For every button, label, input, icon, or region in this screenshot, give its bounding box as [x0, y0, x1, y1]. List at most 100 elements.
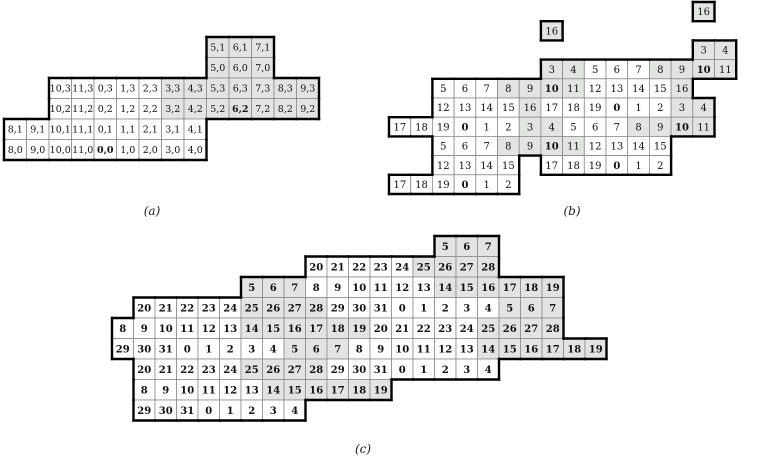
svg-text:1: 1 [483, 180, 489, 191]
grid-cell: 18 [562, 97, 585, 118]
grid-cell: 8,1 [3, 118, 27, 140]
grid-cell: 0 [605, 155, 629, 176]
grid-cell: 7,3 [251, 77, 275, 99]
grid-cell: 8 [305, 276, 328, 298]
svg-text:4,3: 4,3 [188, 84, 203, 95]
grid-cell: 18 [563, 338, 586, 360]
svg-text:0,1: 0,1 [98, 125, 113, 136]
svg-text:16: 16 [545, 26, 558, 37]
svg-text:9: 9 [657, 122, 663, 133]
grid-cell: 15 [497, 155, 520, 176]
grid-cell: 19 [348, 317, 371, 339]
grid-cell: 17 [541, 338, 564, 360]
svg-text:1: 1 [420, 303, 427, 314]
grid-cell: 1 [197, 338, 220, 360]
grid-cell: 12 [583, 135, 607, 156]
grid-cell: 22 [348, 256, 371, 278]
svg-text:12: 12 [437, 161, 450, 172]
grid-cell: 27 [455, 256, 478, 278]
grid-cell: 10 [176, 379, 199, 401]
grid-cell: 30 [133, 338, 156, 360]
svg-text:3: 3 [463, 365, 470, 376]
svg-text:16: 16 [481, 283, 495, 294]
grid-cell: 9 [518, 135, 542, 156]
svg-text:8: 8 [313, 283, 320, 294]
svg-text:9: 9 [334, 283, 341, 294]
svg-text:0: 0 [613, 103, 620, 114]
grid-cell: 11 [692, 116, 715, 137]
grid-cell: 1,3 [116, 77, 140, 99]
grid-cell: 16 [692, 1, 715, 22]
svg-text:8: 8 [505, 84, 511, 95]
grid-cell: 9 [326, 276, 349, 298]
svg-text:3,1: 3,1 [165, 125, 180, 136]
svg-text:9: 9 [377, 344, 384, 355]
grid-cell: 26 [262, 358, 285, 380]
svg-text:16: 16 [676, 84, 689, 95]
svg-text:13: 13 [460, 344, 474, 355]
svg-text:27: 27 [460, 262, 474, 273]
svg-text:31: 31 [180, 406, 194, 417]
grid-cell: 19 [431, 174, 455, 195]
svg-text:1,0: 1,0 [120, 145, 135, 156]
svg-text:2: 2 [657, 103, 663, 114]
grid-cell: 12 [434, 338, 457, 360]
grid-cell: 8,2 [273, 98, 297, 120]
svg-text:11: 11 [567, 84, 580, 95]
grid-cell: 8 [348, 338, 371, 360]
grid-cell: 28 [305, 358, 328, 380]
svg-text:30: 30 [159, 406, 173, 417]
grid-cell: 18 [326, 317, 349, 339]
grid-cell: 15 [649, 135, 672, 156]
grid-cell: 7 [475, 78, 498, 99]
svg-text:17: 17 [545, 161, 558, 172]
grid-cell: 13 [240, 379, 263, 401]
svg-text:31: 31 [159, 344, 173, 355]
svg-text:23: 23 [202, 365, 216, 376]
grid-cell: 13 [412, 276, 435, 298]
svg-text:13: 13 [245, 385, 259, 396]
grid-cell: 10,1 [48, 118, 72, 140]
svg-text:6: 6 [463, 242, 470, 253]
svg-text:0,2: 0,2 [98, 104, 113, 115]
grid-cell: 10 [540, 135, 564, 156]
svg-text:0: 0 [399, 303, 406, 314]
grid-cell: 21 [391, 317, 414, 339]
grid-cell: 17 [305, 317, 328, 339]
grid-cell: 6,2 [228, 98, 252, 120]
caption-a: (a) [144, 204, 161, 218]
grid-cell: 4 [477, 358, 500, 380]
grid-cell: 6,0 [228, 57, 252, 79]
svg-text:24: 24 [223, 365, 237, 376]
grid-cell: 15 [455, 276, 478, 298]
grid-cell: 9 [369, 338, 392, 360]
svg-text:19: 19 [589, 103, 602, 114]
svg-text:16: 16 [524, 344, 538, 355]
grid-cell: 4 [540, 116, 564, 137]
grid-cell: 12 [219, 379, 242, 401]
grid-cell: 19 [584, 338, 607, 360]
svg-text:10: 10 [545, 84, 559, 95]
svg-text:8,1: 8,1 [8, 125, 23, 136]
grid-cell: 9 [133, 317, 156, 339]
svg-text:20: 20 [137, 365, 151, 376]
grid-cell: 5 [283, 338, 306, 360]
svg-text:22: 22 [180, 303, 194, 314]
grid-cell: 6 [453, 78, 477, 99]
grid-cell: 7 [477, 235, 500, 257]
svg-text:29: 29 [331, 303, 345, 314]
svg-text:30: 30 [352, 303, 366, 314]
svg-text:17: 17 [545, 103, 558, 114]
svg-text:10: 10 [675, 122, 689, 133]
svg-text:6: 6 [462, 84, 468, 95]
svg-text:26: 26 [503, 324, 517, 335]
svg-text:1: 1 [420, 365, 427, 376]
svg-text:2: 2 [248, 406, 255, 417]
svg-text:12: 12 [589, 84, 602, 95]
svg-text:10,3: 10,3 [50, 84, 71, 95]
grid-cell: 0 [176, 338, 199, 360]
grid-cell: 0,2 [93, 98, 117, 120]
svg-text:4: 4 [570, 65, 576, 76]
svg-text:2: 2 [657, 161, 663, 172]
